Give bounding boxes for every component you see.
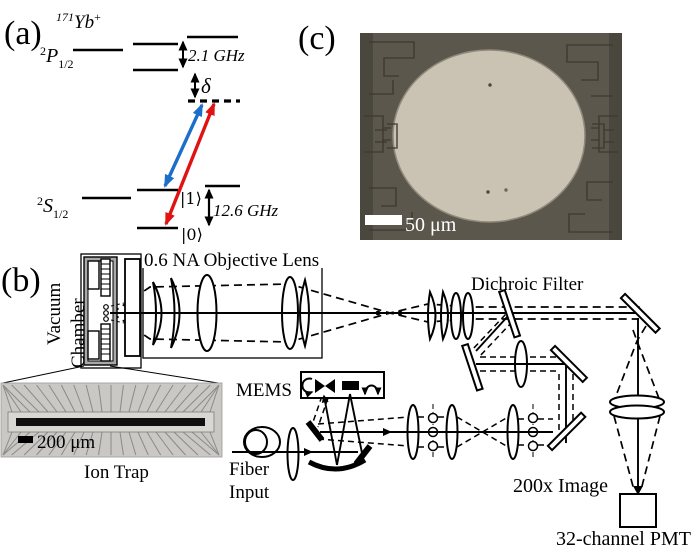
scale-bar <box>365 215 402 225</box>
trap-slot <box>16 418 205 426</box>
excitation-axis <box>475 315 509 352</box>
fold-mirror <box>549 344 589 384</box>
flexure-tabs <box>375 123 614 149</box>
ion-trap-inset: 200 μm Ion Trap <box>0 365 223 483</box>
panel-a-label: (a) <box>4 15 42 52</box>
s-level-lines <box>82 184 240 230</box>
relay-lens-element <box>440 288 449 343</box>
image-plane-apertures <box>427 404 539 460</box>
mems-static-mirror-icon <box>342 381 359 390</box>
objective-lens-label: 0.6 NA Objective Lens <box>144 250 319 271</box>
fold-mirror <box>546 411 587 452</box>
panel-b-label: (b) <box>1 262 41 299</box>
p-level-lines <box>73 35 238 72</box>
p-hyperfine-splitting-label: 2.1 GHz <box>188 46 245 65</box>
magnifier-line <box>109 365 219 384</box>
mems-tilt-mirror-icon <box>325 379 335 393</box>
ion-sightline <box>110 319 125 324</box>
ion-sightline <box>110 302 125 307</box>
relay-lens-element <box>450 292 462 340</box>
vacuum-chamber-assembly <box>80 253 142 369</box>
focus-bead <box>375 310 381 316</box>
pmt-label: 32-channel PMT <box>556 528 691 550</box>
fiber-input: Fiber Input <box>229 426 281 503</box>
photo-edge-strip <box>609 33 622 240</box>
pmt-box <box>619 493 657 528</box>
mems-beam <box>336 393 351 466</box>
trap-scale-bar <box>18 436 33 443</box>
trap-scale-label: 200 μm <box>37 432 95 453</box>
ket-zero-label: |0⟩ <box>181 225 203 244</box>
trap-electrode-leads <box>2 384 220 456</box>
doublet-lens <box>609 404 665 420</box>
s-hyperfine-splitting-label: 12.6 GHz <box>213 201 279 220</box>
ion-trap-chip-top <box>87 258 111 297</box>
chamber-outer-box <box>80 253 142 369</box>
fold-mirror <box>460 342 484 392</box>
label-backing <box>142 251 324 268</box>
fiber-input-label-line1: Fiber <box>229 459 270 480</box>
surface-dot <box>486 190 490 194</box>
ion-trap-chip-bottom <box>87 323 111 362</box>
pmt-detection: 200x Image 32-channel PMT <box>513 394 691 550</box>
dichroic-filter <box>497 288 522 339</box>
surface-dot <box>504 188 508 192</box>
relay-lens-group <box>427 288 474 343</box>
viewport-window <box>124 258 141 357</box>
fold-mirror <box>619 292 662 335</box>
detuning-label: δ <box>201 74 212 98</box>
image-plane-label: 200x Image <box>513 475 608 497</box>
fiber-input-label-line2: Input <box>229 482 270 503</box>
objective-lens-assembly: 0.6 NA Objective Lens <box>142 250 324 359</box>
mems-tilt-mirror-icon <box>315 379 325 393</box>
vacuum-chamber-label-line1: Vacuum <box>44 283 65 345</box>
dichroic-filter-label: Dichroic Filter <box>471 274 584 295</box>
beam-direction-arrow <box>304 448 313 456</box>
ion-trap-caption: Ion Trap <box>84 462 149 483</box>
photo-edge-strip <box>360 33 373 240</box>
ket-one-label: |1⟩ <box>180 189 202 208</box>
panel-c-mems-mirror-photo: (c) 50 μm <box>298 20 622 240</box>
fiber-collimation-lens <box>286 427 300 481</box>
panel-b-optical-setup: (b) Vacuum Chamber <box>0 250 691 550</box>
mems-label: MEMS <box>236 380 292 401</box>
p-state-label: 2P1/2 <box>40 44 74 71</box>
ytterbium-ion-label: 171Yb+ <box>56 10 101 33</box>
mems-beam <box>349 393 363 454</box>
pickoff-mirror <box>305 420 325 442</box>
raman-red-arrow <box>164 102 216 226</box>
s-state-label: 2S1/2 <box>37 194 68 221</box>
relay-lens-element <box>427 288 437 343</box>
mems-beam <box>321 394 338 466</box>
fiber-coil <box>244 429 268 455</box>
magnifier-line <box>2 365 85 384</box>
beam-direction-arrow <box>633 486 643 495</box>
curved-mirror <box>307 457 367 472</box>
rotation-arrow-icon <box>361 384 382 396</box>
etched-actuator-pattern <box>364 41 618 233</box>
surface-dot <box>488 83 492 87</box>
relay-lens-element <box>462 292 474 340</box>
rotation-arrow-icon <box>301 377 314 398</box>
scale-bar-label: 50 μm <box>405 214 457 236</box>
mirror-disc <box>392 49 586 223</box>
focus-bead <box>397 310 403 316</box>
beam-direction-arrow <box>383 428 392 436</box>
trapped-ions <box>103 304 109 322</box>
panel-a-energy-level-diagram: (a) 171Yb+ 2P1/2 2.1 GHz δ 2S1/2 | <box>4 10 279 244</box>
mems-module: MEMS <box>236 371 385 472</box>
panel-c-label: (c) <box>298 20 336 57</box>
